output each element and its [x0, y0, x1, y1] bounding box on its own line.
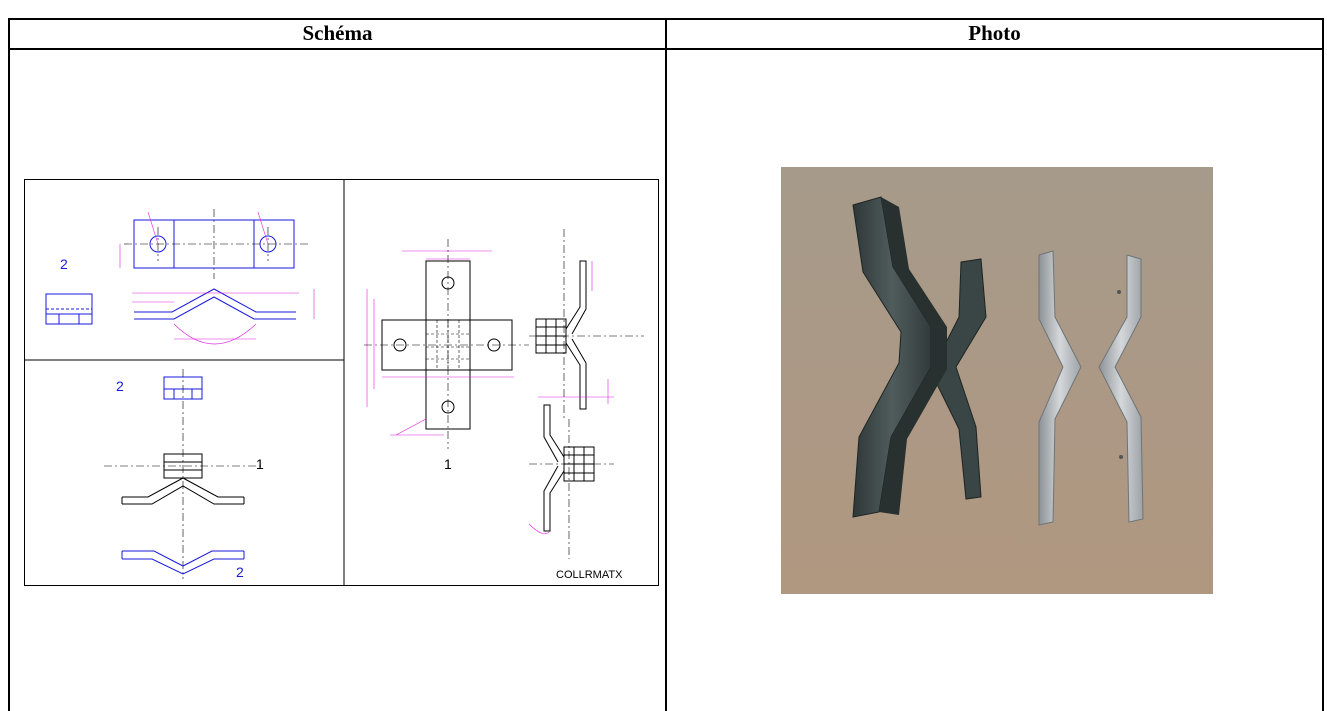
- technical-drawing: 2 2: [24, 179, 659, 586]
- centerlines-assembly: [104, 369, 264, 579]
- centerlines-cross: [364, 239, 529, 449]
- label-part2-front: 2: [116, 378, 124, 394]
- part2-bottom-profile: [121, 550, 245, 575]
- header-photo: Photo: [968, 21, 1021, 45]
- dimensions-cross: [366, 250, 514, 436]
- part2-bent-profile: [134, 288, 296, 320]
- dimensions-profile: [132, 289, 315, 345]
- label-part2-top: 2: [60, 256, 68, 272]
- comparison-table: Schéma Photo: [8, 18, 1324, 711]
- header-schema: Schéma: [302, 21, 373, 45]
- dimensions-plan: [119, 211, 269, 268]
- photo-background: [781, 167, 1213, 594]
- centerlines-side: [529, 229, 644, 419]
- dark-bracket: [852, 196, 987, 518]
- angle-dimension: [528, 523, 551, 535]
- light-bracket: [1038, 250, 1144, 526]
- column-divider: [665, 18, 667, 711]
- dimensions-side: [538, 261, 614, 404]
- centerlines-rotated: [529, 419, 614, 559]
- part2-side-block: [45, 293, 93, 325]
- drawing-border: [24, 179, 659, 586]
- label-part1-assembly: 1: [256, 456, 264, 472]
- label-part2-bottom: 2: [236, 564, 244, 580]
- label-part1-right: 1: [444, 456, 452, 472]
- title-block: COLLRMATX: [556, 569, 623, 581]
- part1-side-view: [535, 260, 587, 410]
- photo-brackets: [781, 167, 1213, 594]
